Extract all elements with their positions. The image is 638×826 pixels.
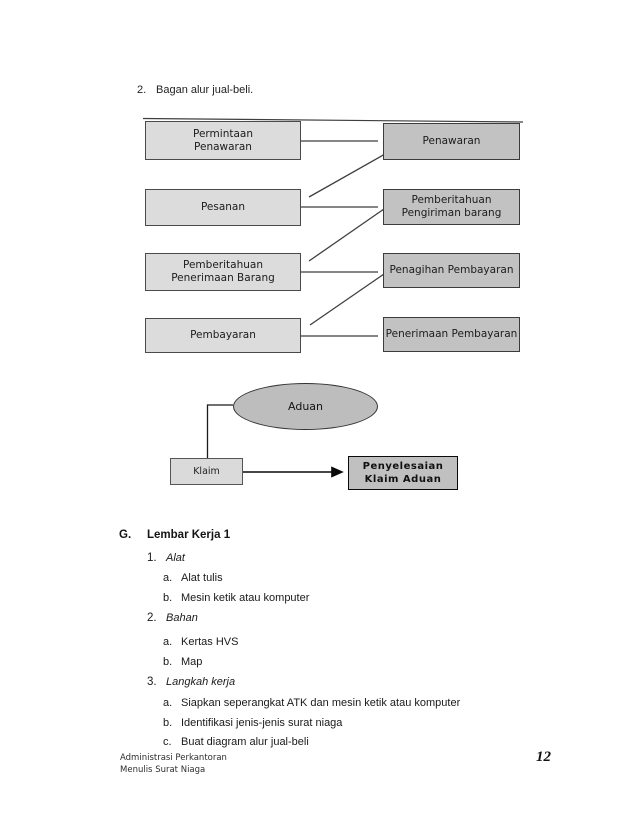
- item-title: Langkah kerja: [166, 676, 236, 688]
- worksheet-subitem: b. Identifikasi jenis-jenis surat niaga: [163, 717, 342, 729]
- heading-text: Bagan alur jual-beli.: [156, 84, 254, 96]
- worksheet-heading: G. Lembar Kerja 1: [119, 529, 230, 541]
- box-label-line: Penerimaan Barang: [171, 272, 275, 284]
- worksheet-subitem: a. Kertas HVS: [163, 636, 238, 648]
- flow-box-penagihan-pembayaran: Penagihan Pembayaran: [383, 253, 520, 288]
- worksheet-title: Lembar Kerja 1: [147, 529, 231, 541]
- worksheet-subitem: b. Map: [163, 656, 202, 668]
- flow-box-pesanan: Pesanan: [145, 189, 301, 226]
- diagonal-1: [308, 153, 386, 198]
- box-label-line: Pemberitahuan: [411, 194, 492, 206]
- subitem-text: Kertas HVS: [181, 636, 239, 648]
- subitem-letter: c.: [163, 736, 172, 748]
- box-label-line: Pemberitahuan: [183, 259, 263, 271]
- klaim-label: Klaim: [193, 466, 220, 477]
- item-title: Bahan: [166, 612, 198, 624]
- worksheet-subitem: b. Mesin ketik atau komputer: [163, 592, 309, 604]
- item-number: 2.: [147, 612, 157, 624]
- subitem-letter: a.: [163, 697, 173, 709]
- worksheet-subitem: c. Buat diagram alur jual-beli: [163, 736, 309, 748]
- diagonal-2: [308, 208, 385, 262]
- worksheet-item: 3. Langkah kerja: [147, 676, 235, 688]
- box-label-line: Permintaan: [193, 127, 253, 140]
- subitem-letter: a.: [163, 572, 173, 584]
- box-label-line: Pesanan: [200, 201, 246, 213]
- box-label-line: Pembayaran: [190, 329, 256, 341]
- heading-number: 2.: [137, 84, 147, 96]
- section-heading: 2. Bagan alur jual-beli.: [137, 84, 253, 96]
- item-number: 1.: [147, 552, 157, 564]
- footer-line-1: Administrasi Perkantoran: [120, 753, 227, 763]
- flow-box-pembayaran: Pembayaran: [145, 318, 301, 353]
- item-title: Alat: [166, 552, 185, 564]
- box-label-line: Penagihan Pembayaran: [389, 264, 514, 276]
- subitem-text: Map: [181, 656, 203, 668]
- box-label-line: Penyelesaian: [362, 461, 444, 472]
- box-label-line: Pengiriman barang: [401, 207, 502, 219]
- klaim-box: Klaim: [170, 458, 243, 485]
- subitem-text: Alat tulis: [181, 572, 223, 584]
- worksheet-subitem: a. Alat tulis: [163, 572, 223, 584]
- diagonal-3: [309, 273, 385, 326]
- page-number: 12: [536, 749, 551, 765]
- flow-box-penerimaan-pembayaran: Penerimaan Pembayaran: [383, 317, 520, 352]
- box-label-line: Penawaran: [422, 135, 481, 147]
- flow-box-pemberitahuan-penerimaan: Pemberitahuan Penerimaan Barang: [145, 253, 301, 291]
- ellipse-label: Aduan: [288, 400, 323, 413]
- flow-box-permintaan-penawaran: Permintaan Penawaran: [145, 121, 301, 160]
- item-number: 3.: [147, 676, 157, 688]
- subitem-letter: a.: [163, 636, 173, 648]
- worksheet-item: 2. Bahan: [147, 612, 198, 624]
- penyelesaian-klaim-box: Penyelesaian Klaim Aduan: [348, 456, 458, 490]
- worksheet-subitem: a. Siapkan seperangkat ATK dan mesin ket…: [163, 697, 460, 709]
- aduan-ellipse: Aduan: [233, 383, 378, 430]
- footer: Administrasi Perkantoran Menulis Surat N…: [120, 752, 227, 776]
- subitem-letter: b.: [163, 656, 173, 668]
- subitem-text: Buat diagram alur jual-beli: [181, 736, 309, 748]
- subitem-letter: b.: [163, 717, 173, 729]
- subitem-text: Siapkan seperangkat ATK dan mesin ketik …: [181, 697, 461, 709]
- aduan-klaim-elbow: [206, 404, 233, 458]
- box-label-line: Penawaran: [194, 140, 252, 153]
- box-label-line: Klaim Aduan: [364, 474, 442, 485]
- subitem-text: Identifikasi jenis-jenis surat niaga: [181, 717, 343, 729]
- worksheet-item: 1. Alat: [147, 552, 185, 564]
- flow-box-pemberitahuan-pengiriman: Pemberitahuan Pengiriman barang: [383, 189, 520, 225]
- worksheet-letter: G.: [119, 529, 132, 541]
- flow-box-penawaran: Penawaran: [383, 123, 520, 160]
- box-label-line: Penerimaan Pembayaran: [385, 328, 518, 340]
- subitem-text: Mesin ketik atau komputer: [181, 592, 310, 604]
- footer-line-2: Menulis Surat Niaga: [120, 765, 206, 775]
- subitem-letter: b.: [163, 592, 173, 604]
